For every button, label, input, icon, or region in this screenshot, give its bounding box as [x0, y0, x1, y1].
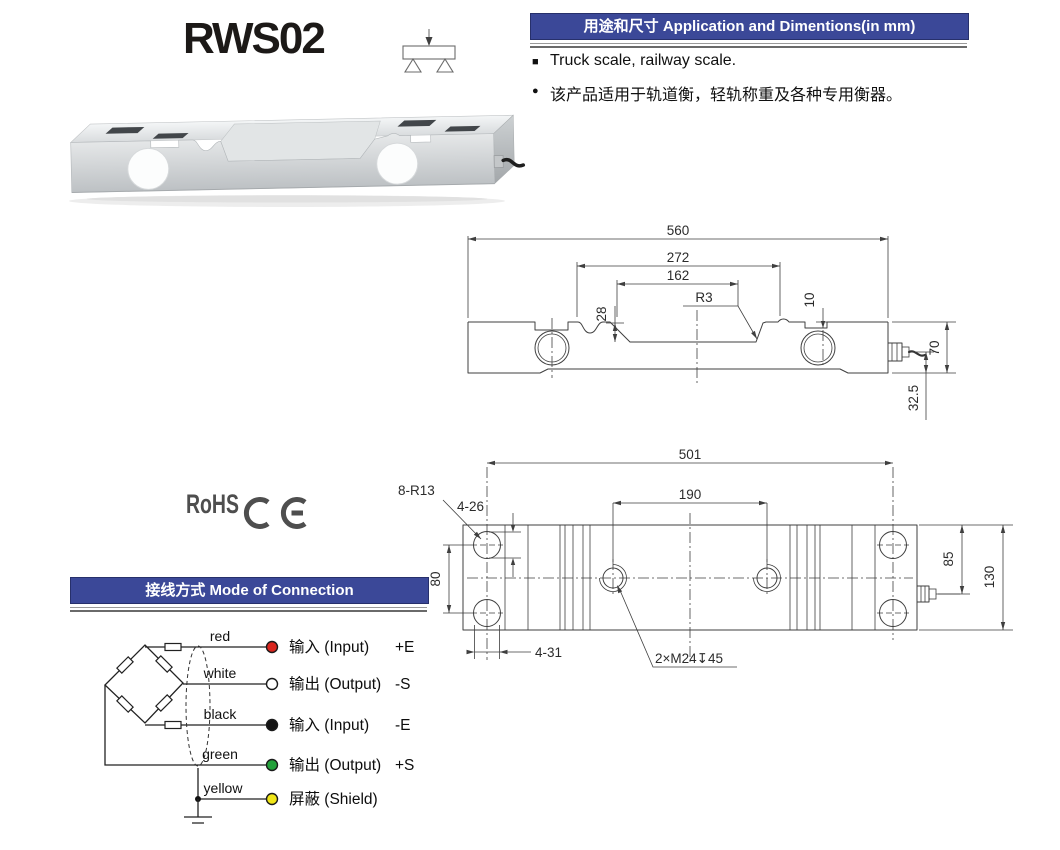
- dim-501: 501: [679, 447, 702, 462]
- header-underline: [530, 43, 967, 48]
- bullet-truck-scale: ■ Truck scale, railway scale.: [532, 52, 1002, 72]
- dim-130: 130: [982, 566, 997, 589]
- ce-mark: [243, 497, 307, 529]
- label-input-pos: 输入 (Input): [289, 638, 369, 656]
- label-output-neg: 输出 (Output): [289, 675, 381, 693]
- dim-162: 162: [667, 268, 690, 283]
- terminal-dot-yellow: [265, 792, 279, 806]
- application-section-header: 用途和尺寸 Application and Dimentions(in mm): [530, 13, 969, 40]
- wire-color-black: black: [204, 706, 238, 722]
- dim-10: 10: [802, 292, 817, 307]
- page-title: RWS02: [183, 14, 326, 63]
- connection-section-header: 接线方式 Mode of Connection: [70, 577, 429, 604]
- wheatstone-bridge: [104, 644, 184, 724]
- terminal-dot-white: [265, 677, 279, 691]
- dim-32-5: 32.5: [906, 385, 921, 411]
- dim-85: 85: [941, 551, 956, 566]
- terminal-dot-black: [265, 718, 279, 732]
- cable-sheath: [185, 645, 211, 767]
- label-input-neg: 输入 (Input): [289, 716, 369, 734]
- label-shield: 屏蔽 (Shield): [289, 790, 378, 808]
- terminal-dot-green: [265, 758, 279, 772]
- wire-color-red: red: [210, 628, 230, 644]
- mounting-slot: [397, 119, 437, 127]
- dim-272: 272: [667, 250, 690, 265]
- mounting-slot: [105, 126, 145, 134]
- header-underline-2: [70, 607, 427, 612]
- dim-190: 190: [679, 487, 702, 502]
- signal-ns: -S: [395, 676, 411, 693]
- mounting-slot: [152, 133, 189, 139]
- product-photo: [69, 114, 526, 207]
- wiring-diagram: red white black green yellow 输入 (Input) …: [104, 628, 414, 824]
- cable: [501, 157, 526, 168]
- load-cell-body: [69, 114, 526, 193]
- wire-color-yellow: yellow: [204, 780, 244, 796]
- square-bullet-icon: ■: [532, 56, 539, 68]
- rohs-mark: RoHS: [186, 489, 239, 519]
- dot-bullet-icon: ●: [532, 85, 539, 97]
- dim-28: 28: [594, 306, 609, 321]
- signal-pe: +E: [395, 639, 414, 656]
- plan-view-drawing: 501 190 8-R13 4-26 80 4-31 2×M24↧45 8: [398, 447, 1013, 668]
- ground-symbol: [184, 799, 212, 824]
- dim-thread: 2×M24↧45: [655, 651, 723, 666]
- terminal-dot-red: [265, 640, 279, 654]
- label-output-pos: 输出 (Output): [289, 756, 381, 774]
- signal-ps: +S: [395, 757, 414, 774]
- beam-support-icon: [402, 29, 456, 73]
- dim-70: 70: [927, 340, 942, 355]
- mounting-slot: [444, 125, 481, 132]
- diaphragm-left: [127, 147, 170, 190]
- cable-pigtail: [907, 350, 927, 357]
- wire-color-green: green: [202, 746, 238, 762]
- dim-r3: R3: [695, 290, 712, 305]
- bullet-text: Truck scale, railway scale.: [550, 52, 737, 69]
- wire-green: [104, 685, 266, 766]
- dim-4-26: 4-26: [457, 499, 484, 514]
- dim-4-31: 4-31: [535, 645, 562, 660]
- dim-80: 80: [428, 571, 443, 586]
- side-view-drawing: 560 272 162 28 R3 10 70 32.5: [467, 223, 956, 420]
- dim-8-r13: 8-R13: [398, 483, 435, 498]
- diaphragm-right: [376, 142, 419, 185]
- bullet-text-cn: 该产品适用于轨道衡，轻轨称重及各种专用衡器。: [550, 87, 903, 104]
- bullet-cn-application: ● 该产品适用于轨道衡，轻轨称重及各种专用衡器。: [532, 81, 1032, 105]
- wire-color-white: white: [203, 665, 237, 681]
- signal-ne: -E: [395, 717, 411, 734]
- dim-560: 560: [667, 223, 690, 238]
